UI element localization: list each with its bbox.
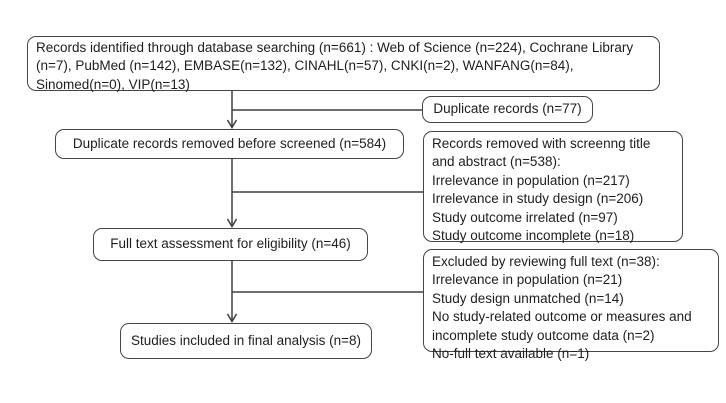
fulltext-exclusions-line: No study-related outcome or measures and… <box>432 309 692 343</box>
screening-exclusions-line: Irrelevance in study design (n=206) <box>432 191 644 207</box>
screening-exclusions-line: Study outcome incomplete (n=18) <box>432 228 635 244</box>
screening-exclusions-line: Study outcome irrelated (n=97) <box>432 209 618 225</box>
duplicate-records-text: Duplicate records (n=77) <box>433 101 582 117</box>
box-fulltext-exclusions: Excluded by reviewing full text (n=38): … <box>423 249 719 361</box>
box-studies-included: Studies included in final analysis (n=8) <box>120 323 372 359</box>
box-screening-exclusions: Records removed with screenng title and … <box>423 131 683 244</box>
records-identified-text: Records identified through database sear… <box>36 40 634 92</box>
box-duplicates-removed: Duplicate records removed before screene… <box>55 129 404 159</box>
fulltext-assessment-text: Full text assessment for eligibility (n=… <box>110 236 351 252</box>
studies-included-text: Studies included in final analysis (n=8) <box>130 332 361 348</box>
screening-exclusions-line: Records removed with screenng title and … <box>432 136 651 170</box>
arrowhead-dedup <box>226 119 238 129</box>
fulltext-exclusions-line: Study design unmatched (n=14) <box>432 290 624 306</box>
arrowhead-included <box>226 313 238 323</box>
box-duplicate-records: Duplicate records (n=77) <box>422 96 593 123</box>
fulltext-exclusions-line: Excluded by reviewing full text (n=38): <box>432 254 660 269</box>
screening-exclusions-line: Irrelevance in population (n=217) <box>432 172 630 188</box>
box-fulltext-assessment: Full text assessment for eligibility (n=… <box>93 228 368 261</box>
fulltext-exclusions-line: Irrelevance in population (n=21) <box>432 272 623 288</box>
fulltext-exclusions-line: No-full text available (n=1) <box>432 346 590 362</box>
arrowhead-fulltext <box>226 218 238 228</box>
duplicates-removed-text: Duplicate records removed before screene… <box>72 135 387 151</box>
box-records-identified: Records identified through database sear… <box>27 36 660 92</box>
